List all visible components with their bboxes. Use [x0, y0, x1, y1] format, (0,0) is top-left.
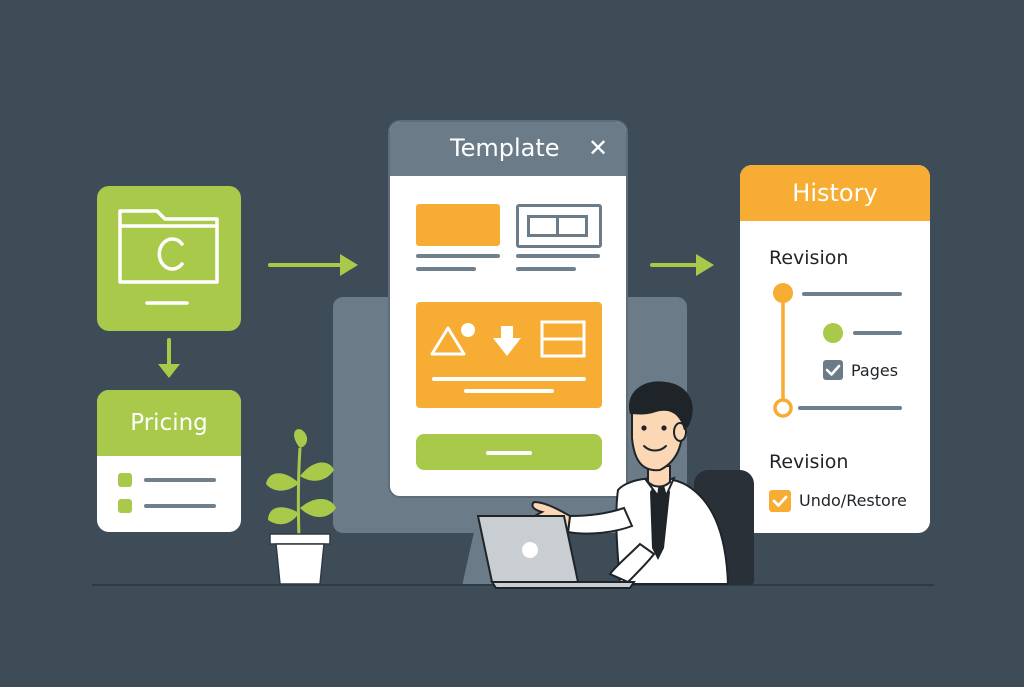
history-panel: History Revision Pages Revision Undo/Res… [740, 165, 930, 533]
pages-checkbox-label: Pages [851, 361, 899, 380]
check-icon [825, 364, 841, 376]
template-title: Template [450, 134, 560, 162]
folder-card [97, 186, 241, 331]
template-action-line [486, 451, 532, 455]
revision-timeline-icon [773, 283, 902, 418]
template-block-layout-inner [527, 215, 559, 237]
history-header [740, 165, 930, 221]
layout-grid-icon [540, 320, 586, 358]
pricing-bullet [118, 473, 132, 487]
template-hero-line [432, 377, 586, 381]
template-line [416, 254, 500, 258]
template-block-orange [416, 204, 500, 246]
potted-plant-icon [266, 429, 336, 585]
pricing-line [144, 478, 216, 482]
template-line [516, 254, 600, 258]
arrow-right-icon [650, 254, 714, 276]
arrow-down-icon [158, 338, 180, 378]
history-title: History [792, 179, 878, 207]
folder-c-icon [118, 209, 219, 305]
close-icon[interactable]: ✕ [588, 134, 609, 162]
businessman-figure [528, 381, 730, 585]
laptop-icon [476, 515, 636, 589]
pricing-card-header [97, 390, 241, 456]
arrow-right-icon [268, 254, 358, 276]
pricing-card: Pricing [97, 390, 241, 532]
download-arrow-icon [493, 326, 521, 356]
template-hero-line [464, 389, 554, 393]
template-line [516, 267, 576, 271]
pricing-bullet [118, 499, 132, 513]
triangle-circle-icon [430, 323, 475, 356]
template-window: Template ✕ [388, 120, 628, 498]
pages-checkbox[interactable] [823, 360, 843, 380]
check-icon [772, 495, 788, 507]
undo-restore-checkbox-label: Undo/Restore [799, 491, 907, 510]
revision-heading: Revision [769, 247, 849, 269]
template-titlebar [390, 122, 626, 176]
pricing-line [144, 504, 216, 508]
template-block-layout-inner [556, 215, 588, 237]
template-line [416, 267, 476, 271]
pricing-title: Pricing [130, 410, 208, 436]
undo-restore-checkbox[interactable] [769, 490, 791, 512]
revision-heading: Revision [769, 451, 849, 473]
template-block-layout [516, 204, 602, 248]
